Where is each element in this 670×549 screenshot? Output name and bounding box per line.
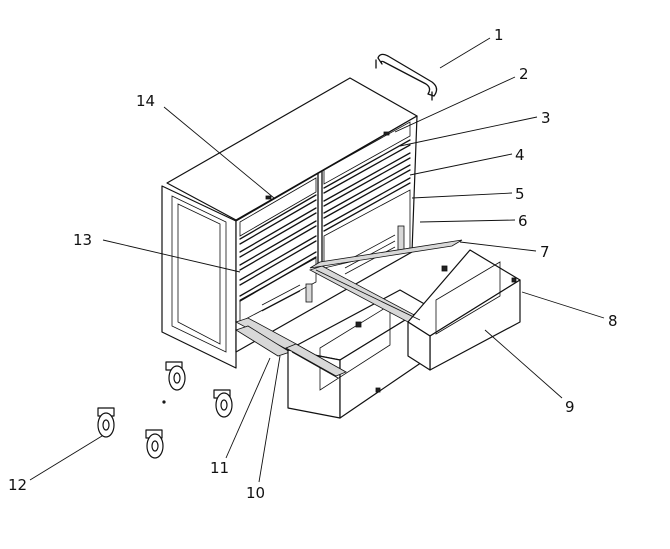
caster-4 xyxy=(145,429,164,459)
callout-13: 13 xyxy=(73,231,92,249)
left-bottom-drawer xyxy=(234,289,429,419)
leader-1 xyxy=(439,37,491,69)
leader-11 xyxy=(225,357,271,459)
callout-5: 5 xyxy=(515,185,525,203)
caster-2 xyxy=(213,389,233,418)
leader-8 xyxy=(521,291,605,319)
leader-12 xyxy=(29,435,103,481)
leader-3 xyxy=(399,116,538,147)
leader-14 xyxy=(163,106,275,199)
leader-13 xyxy=(102,239,241,273)
callout-1: 1 xyxy=(494,26,504,44)
caster-1 xyxy=(165,361,186,391)
callout-10: 10 xyxy=(246,484,265,502)
callout-labels: 1 2 3 4 5 6 7 8 9 10 11 12 13 14 xyxy=(8,26,618,502)
callout-9: 9 xyxy=(565,398,575,416)
leader-5 xyxy=(411,192,513,199)
drawer-lock xyxy=(383,131,390,136)
leader-10 xyxy=(258,355,281,483)
leader-7 xyxy=(459,241,537,252)
callout-12: 12 xyxy=(8,476,27,494)
caster-screw xyxy=(162,400,166,404)
callout-8: 8 xyxy=(608,312,618,330)
handle xyxy=(375,53,438,101)
leader-9 xyxy=(484,329,563,399)
leader-6 xyxy=(419,219,516,223)
callout-3: 3 xyxy=(541,109,551,127)
leader-2 xyxy=(394,76,516,133)
callout-11: 11 xyxy=(210,459,229,477)
callout-4: 4 xyxy=(515,146,525,164)
callout-7: 7 xyxy=(540,243,550,261)
callout-2: 2 xyxy=(519,65,529,83)
caster-3 xyxy=(97,407,115,438)
leader-lines xyxy=(29,37,605,483)
right-bottom-drawer xyxy=(308,239,521,371)
leader-4 xyxy=(409,153,513,176)
drawer-lock xyxy=(265,195,272,200)
callout-6: 6 xyxy=(518,212,528,230)
callout-14: 14 xyxy=(136,92,155,110)
right-drawer-bank xyxy=(323,121,411,232)
